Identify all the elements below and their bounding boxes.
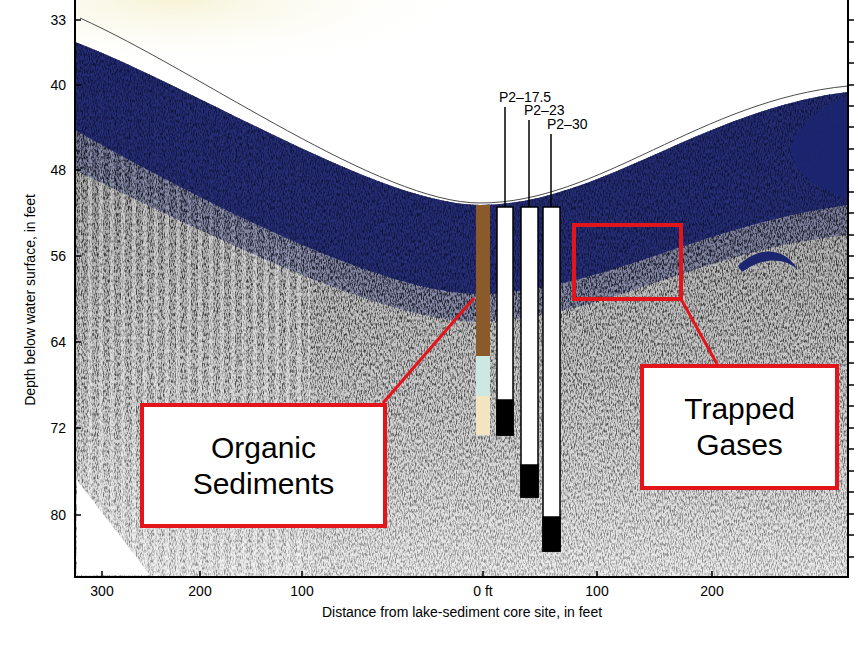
axis-tick-label: 300 — [90, 583, 113, 599]
callout-text: Organic Sediments — [152, 430, 375, 502]
reflector-texture — [75, 42, 848, 322]
axis-tick-label: 56 — [50, 248, 66, 264]
axes — [74, 0, 854, 578]
axis-tick-label: 100 — [290, 583, 313, 599]
core-label: P2–23 — [524, 102, 564, 118]
core-organic — [476, 205, 490, 356]
axis-title: Distance from lake-sediment core site, i… — [322, 604, 602, 620]
callout-text: Trapped Gases — [652, 391, 827, 463]
core-layer — [476, 396, 490, 435]
sediment-texture — [75, 0, 848, 577]
axis-tick-label: 100 — [585, 583, 608, 599]
callout-box: Trapped Gases — [640, 364, 839, 490]
lake-bottom-line — [80, 18, 848, 203]
axis-tick-label: 72 — [50, 420, 66, 436]
leader-line — [681, 299, 717, 364]
axis-tick-label: 33 — [50, 12, 66, 28]
reflector-blob — [790, 98, 848, 200]
leader-line — [383, 298, 474, 403]
axis-tick-label: 80 — [50, 507, 66, 523]
axis-tick-label: 48 — [50, 162, 66, 178]
reflector-hook — [738, 251, 798, 272]
reflector-halo — [75, 42, 848, 322]
axis-tick-label: 200 — [188, 583, 211, 599]
gas-region-outline — [574, 225, 681, 299]
axis-tick-label: 40 — [50, 77, 66, 93]
core-tubes — [497, 107, 560, 551]
core-layer — [476, 356, 490, 396]
core-label: P2–30 — [547, 116, 587, 132]
callout-box: Organic Sediments — [140, 403, 387, 528]
axis-tick-label: 0 ft — [473, 583, 492, 599]
water-column — [75, 0, 848, 577]
axis-tick-label: 64 — [50, 334, 66, 350]
axis-title: Depth below water surface, in feet — [22, 194, 38, 406]
axis-tick-label: 200 — [700, 583, 723, 599]
